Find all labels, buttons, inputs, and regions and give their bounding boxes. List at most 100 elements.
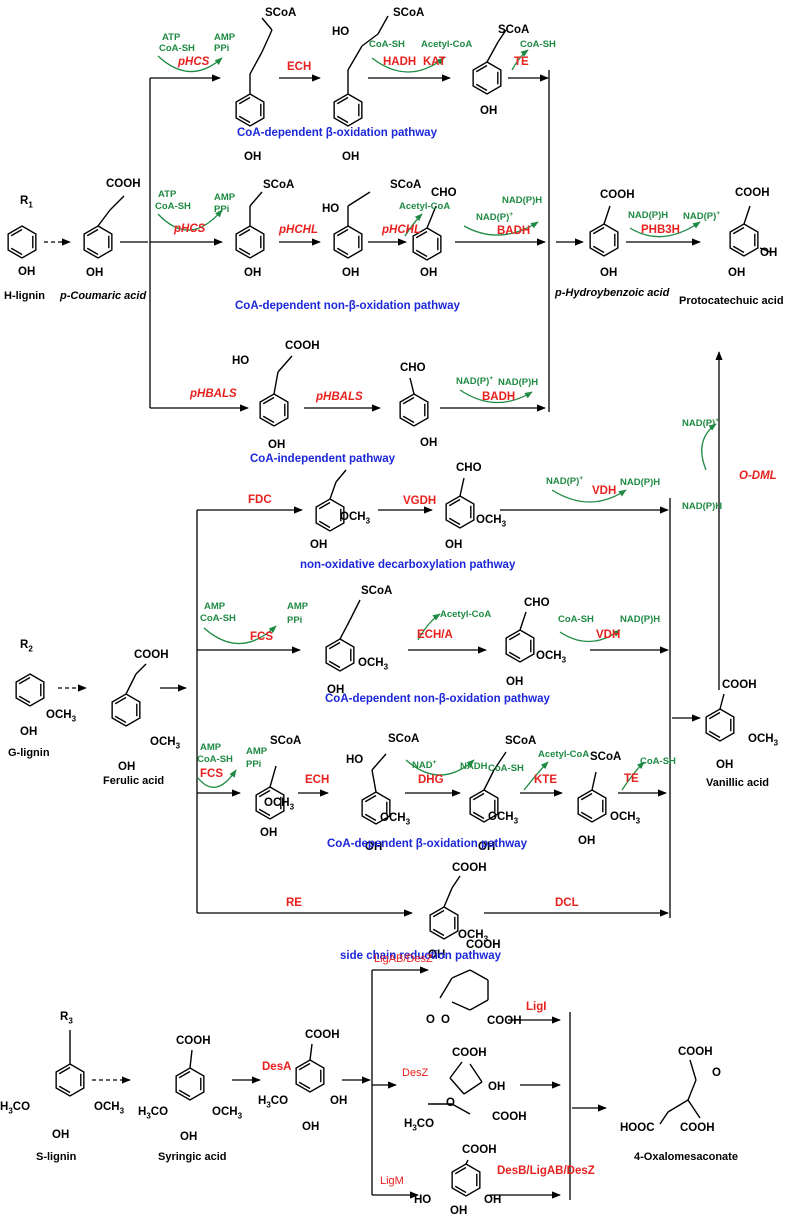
r2-label: R2 (20, 639, 33, 653)
enz-odml: O-DML (739, 470, 777, 482)
cooh-gall: COOH (462, 1144, 497, 1156)
benzene-ring (111, 693, 141, 727)
h3co-syr-co: CO (150, 1106, 169, 1118)
cof-acetylcoa-2: Acetyl-CoA (399, 201, 451, 212)
cof-coash-2: CoA-SH (369, 39, 405, 50)
ring-double-bond (258, 789, 271, 798)
och-text-sc: OCH (458, 929, 484, 941)
ring-double-bond (336, 228, 349, 237)
bond (189, 1049, 193, 1069)
oh-chm: OH (488, 1081, 506, 1093)
ring-double-bond (732, 226, 745, 235)
bond (465, 1159, 469, 1165)
oh-nd-2: OH (445, 539, 463, 551)
s-lignin-name: S-lignin (36, 1151, 77, 1163)
cof-amp-4: AMP (287, 601, 309, 612)
oh-van: OH (716, 759, 734, 771)
bond (519, 611, 527, 631)
bond (339, 619, 351, 640)
benzene-ring (451, 1163, 481, 1197)
cof-nadp-5-plus: + (579, 475, 584, 482)
ring-double-bond (475, 64, 488, 73)
benzene-ring (175, 1067, 205, 1101)
cooh-oma-2: COOH (680, 1122, 715, 1134)
h3co-s: H3CO (0, 1101, 30, 1115)
ring-double-bond (238, 247, 251, 256)
scoa-5: SCoA (390, 179, 422, 191)
bond (273, 371, 279, 395)
benzene-ring (255, 786, 285, 820)
benzene-ring (472, 61, 502, 95)
r2-text: R (20, 639, 29, 651)
bond (439, 977, 453, 999)
cof-atp-2: ATP (158, 189, 177, 200)
cho-1: CHO (431, 187, 457, 199)
bond (449, 1077, 465, 1095)
bond (377, 15, 389, 35)
bond (371, 769, 377, 793)
oh-2: OH (342, 151, 360, 163)
ring-double-bond (472, 792, 485, 801)
ring-double-bond (178, 1089, 191, 1098)
bond (347, 191, 371, 207)
oh-pca-2: OH (728, 267, 746, 279)
bond (659, 1111, 669, 1125)
bond (249, 51, 263, 75)
cof-coash-6: CoA-SH (558, 614, 594, 625)
ring-double-bond (336, 115, 349, 124)
enz-badh-2: BADH (482, 391, 516, 403)
oh-b-2: OH (365, 841, 383, 853)
bond (687, 1079, 697, 1101)
enz-echa: ECH/A (417, 629, 453, 641)
oh-fer: OH (118, 761, 136, 773)
phydroxybenzoic-name: p-Hydroybenzoic acid (555, 288, 669, 299)
pathway-g-nonbeta: CoA-dependent non-β-oxidation pathway (325, 693, 550, 705)
cof-acetylcoa-4: Acetyl-CoA (538, 749, 590, 760)
oh-gall-1: OH (484, 1194, 502, 1206)
o-oma: O (712, 1067, 721, 1079)
ring-double-bond (10, 247, 23, 256)
och-sub-2: 3 (501, 519, 507, 529)
oh-ind2: OH (420, 437, 438, 449)
scoa-8: SCoA (388, 733, 420, 745)
ring-double-bond (238, 228, 251, 237)
r-text: R (20, 195, 29, 207)
o-chm: O (446, 1097, 455, 1109)
och-sub-3: 3 (383, 662, 389, 672)
cof-nadp-1: NAD(P)+ (476, 211, 514, 223)
pathway-h-beta: CoA-dependent β-oxidation pathway (237, 127, 437, 139)
och-sub-van: 3 (773, 738, 779, 748)
cof-amp-2: AMP (214, 192, 236, 203)
ring-double-bond (298, 1062, 311, 1071)
h3co-gal-sub: 3 (266, 1100, 271, 1110)
ring-double-bond (432, 909, 445, 918)
benzene-ring (577, 789, 607, 823)
scoa-3: SCoA (498, 24, 530, 36)
bond (469, 1063, 483, 1083)
ring-double-bond (364, 813, 377, 822)
bond (277, 355, 293, 373)
och3-nd-2: OCH3 (476, 514, 507, 529)
bond (603, 205, 611, 225)
cof-nadp-4: NAD(P)+ (682, 417, 719, 429)
ring-double-bond (475, 83, 488, 92)
cof-coash-4: CoA-SH (155, 201, 191, 212)
pathway-h-nonbeta: CoA-dependent non-β-oxidation pathway (235, 300, 460, 312)
cof-coash-8: CoA-SH (488, 763, 524, 774)
enz-desb: DesB/LigAB/DesZ (497, 1165, 595, 1177)
bond (309, 1043, 313, 1061)
och-sub-sc: 3 (483, 934, 489, 944)
enz-phbals-2: pHBALS (316, 391, 363, 403)
enz-vdh-2: VDH (596, 629, 621, 641)
oh-ind: OH (268, 439, 286, 451)
bond (719, 693, 725, 710)
enz-phchl-2: pHCHL (382, 224, 421, 236)
benzene-ring (235, 93, 265, 127)
o-pdc-1: O (426, 1014, 435, 1026)
enz-re: RE (286, 897, 302, 909)
ho-5: HO (322, 203, 340, 215)
ring-double-bond (592, 245, 605, 254)
cof-nadp-1-plus: + (509, 211, 514, 218)
ring-double-bond (708, 711, 721, 720)
och3-b-3: OCH3 (488, 811, 518, 825)
